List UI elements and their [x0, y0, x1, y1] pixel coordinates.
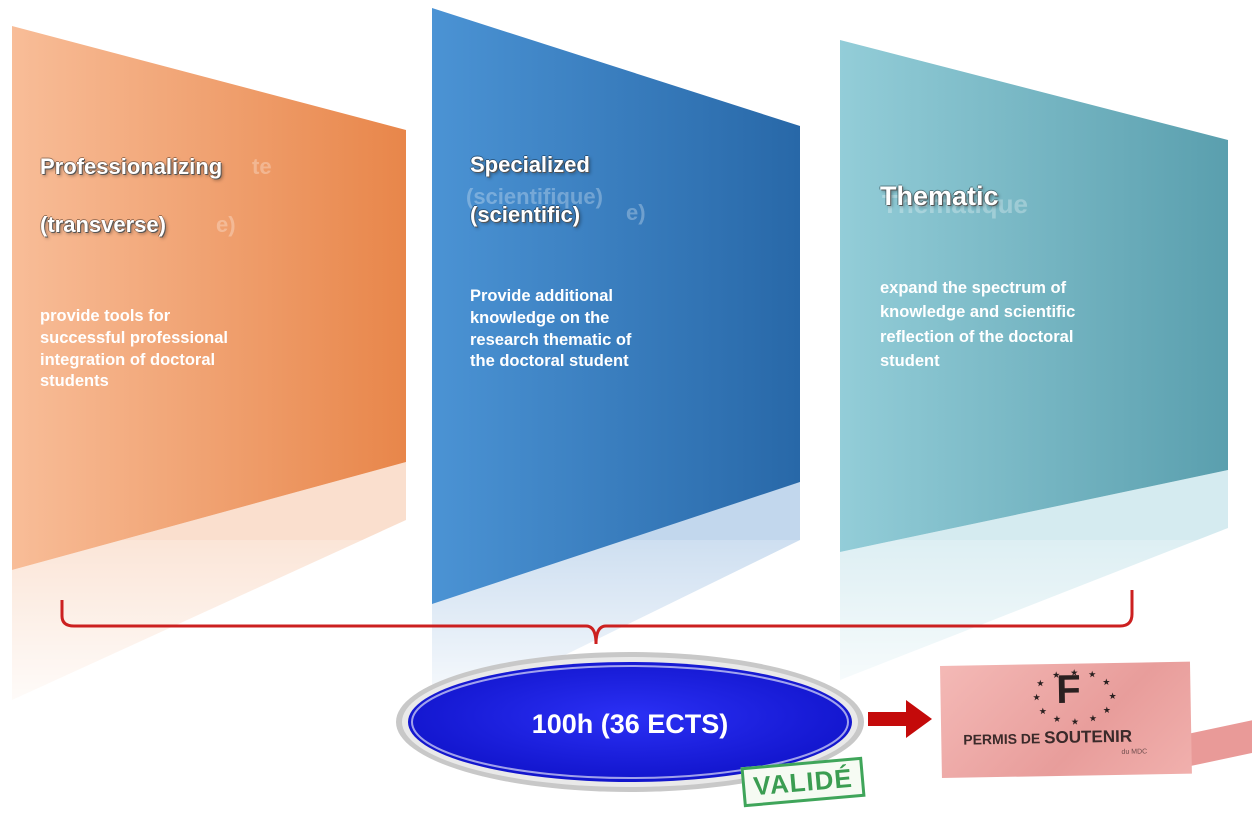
panel-professionalizing-title: Professionalizing [40, 154, 223, 179]
description-line: expand the spectrum of [880, 279, 1067, 297]
panel-thematic-description: expand the spectrum of knowledge and sci… [880, 276, 1075, 374]
panel-specialized-title: Specialized [470, 152, 590, 177]
panel-specialized-subtitle: (scientific) [470, 202, 581, 227]
description-line: integration of doctoral [40, 350, 216, 369]
description-line: successful professional [40, 328, 228, 347]
total-oval [396, 652, 864, 792]
ghost-text-professionalizing-sub: e) [216, 212, 236, 237]
panel-reflections [0, 462, 1252, 730]
description-line: student [880, 352, 940, 371]
star-icon: ★ [1102, 705, 1111, 716]
star-icon: ★ [1052, 713, 1062, 725]
total-hours-label: 100h (36 ECTS) [531, 709, 729, 739]
description-line: knowledge on the [470, 308, 610, 327]
panel-professionalizing-description: provide tools for successful professiona… [40, 306, 228, 393]
permit-card-fine-print: du MDC [1121, 748, 1148, 756]
ghost-text-thematic: Thématique [882, 189, 1028, 219]
description-line: students [40, 372, 109, 391]
permit-card-prefix: PERMIS DE [963, 730, 1041, 748]
panel-thematic-title: Thematic [880, 181, 999, 211]
panel-specialized-description: Provide additional knowledge on the rese… [470, 286, 631, 373]
permit-card: ★ ★ ★ ★ ★ ★ ★ ★ ★ ★ ★ ★ F PERMIS DE SOUT… [940, 661, 1192, 778]
panel-thematic [840, 40, 1228, 552]
grouping-brace [60, 590, 1134, 645]
ghost-text-professionalizing: te [252, 154, 272, 179]
description-line: the doctoral student [470, 352, 629, 371]
description-line: Provide additional [470, 287, 614, 305]
ghost-text-specialized: (scientifique) [466, 184, 603, 209]
permit-card-main: SOUTENIR [1044, 726, 1133, 748]
star-icon: ★ [1088, 713, 1098, 724]
star-icon: ★ [1070, 716, 1080, 727]
permit-card-letter: F [1055, 667, 1082, 712]
panel-professionalizing [12, 26, 406, 570]
star-icon: ★ [1102, 677, 1111, 688]
ghost-text-specialized-sub: e) [626, 200, 646, 225]
description-line: knowledge and scientific [880, 303, 1076, 322]
permit-card-label: PERMIS DE SOUTENIR [963, 727, 1132, 750]
description-line: provide tools for [40, 307, 171, 325]
panel-specialized [432, 8, 800, 604]
description-line: research thematic of [470, 330, 632, 349]
arrow-right [868, 700, 932, 738]
panel-professionalizing-subtitle: (transverse) [40, 212, 166, 237]
star-icon: ★ [1108, 690, 1117, 702]
description-line: reflection of the doctoral [880, 327, 1074, 346]
